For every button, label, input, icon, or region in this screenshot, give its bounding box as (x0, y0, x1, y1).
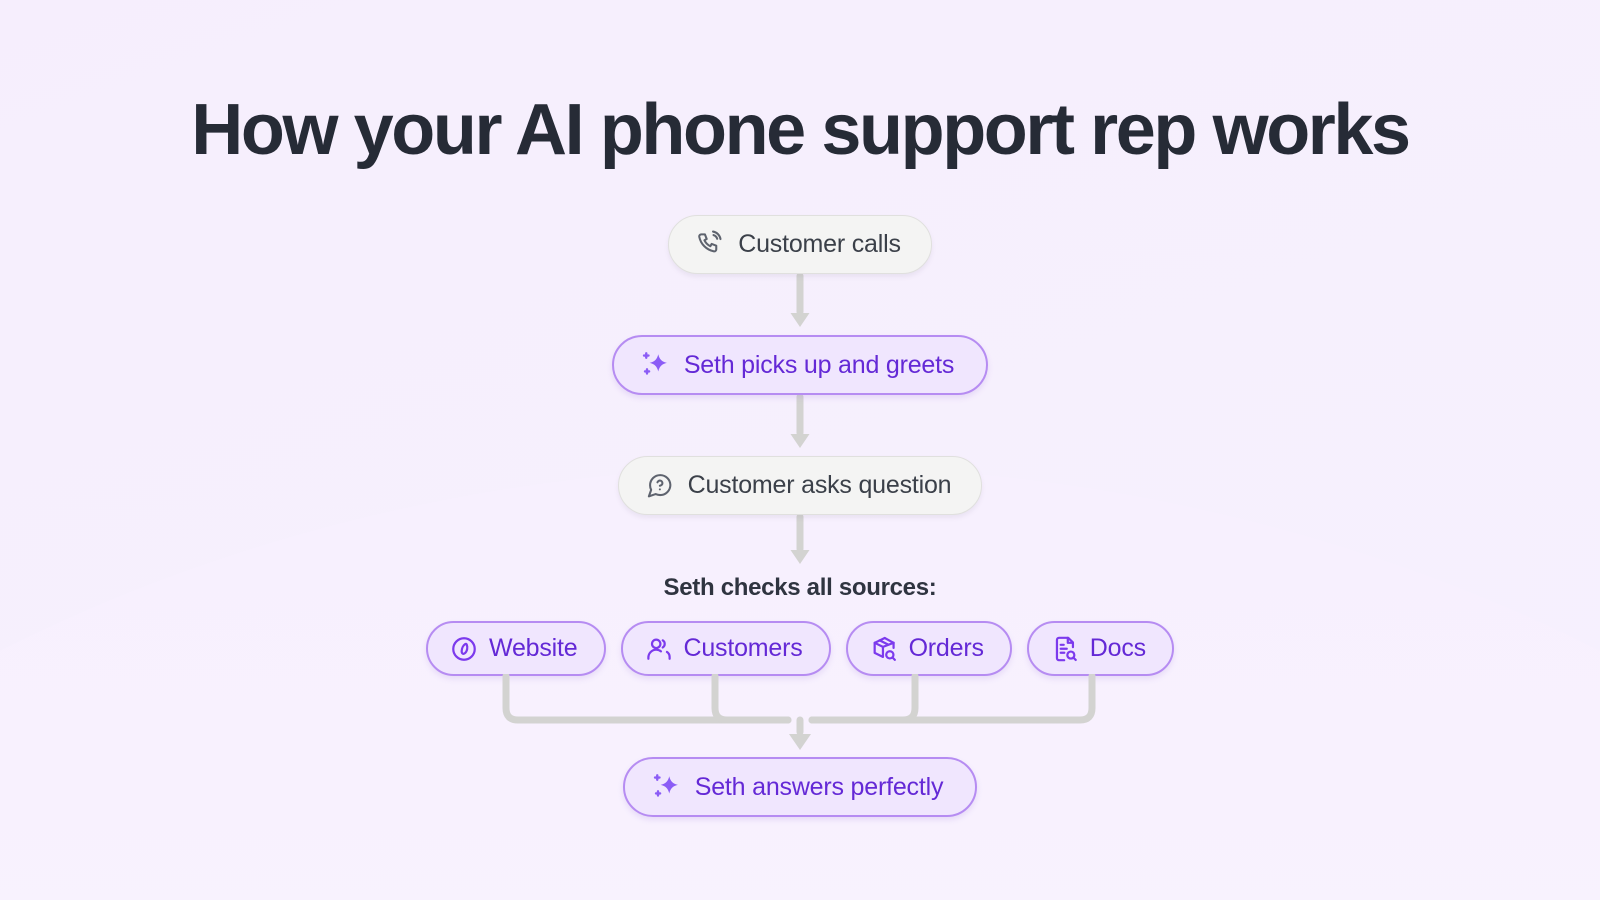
package-search-icon (870, 635, 898, 663)
flow-node-seth-answers-perfectly[interactable]: Seth answers perfectly (622, 757, 978, 817)
source-chip-website[interactable]: Website (426, 621, 606, 676)
sparkles-icon (651, 772, 681, 802)
flow-node-label: Seth answers perfectly (694, 772, 944, 801)
sources-chip-row: Website Customers (426, 621, 1174, 676)
connector-bus-converging (410, 672, 1190, 759)
connector-arrow-2 (787, 393, 813, 456)
flow-node-seth-picks-up[interactable]: Seth picks up and greets (611, 335, 989, 395)
source-chip-label: Website (489, 634, 578, 662)
sparkles-icon (640, 350, 670, 380)
page-title: How your AI phone support rep works (191, 90, 1411, 170)
source-chip-orders[interactable]: Orders (845, 621, 1012, 676)
question-bubble-icon (645, 471, 674, 500)
phone-ringing-icon (695, 230, 724, 259)
source-chip-docs[interactable]: Docs (1026, 621, 1174, 676)
flow-node-label: Customer calls (738, 230, 901, 258)
connector-arrow-1 (787, 272, 813, 335)
flow-node-label: Seth picks up and greets (683, 350, 955, 379)
flow-node-customer-asks-question[interactable]: Customer asks question (617, 456, 983, 515)
source-chip-customers[interactable]: Customers (620, 621, 831, 676)
flow-diagram: Customer calls Seth picks up and greets (0, 215, 1600, 817)
source-chip-label: Orders (908, 634, 984, 662)
source-chip-label: Customers (683, 634, 803, 662)
compass-icon (450, 635, 478, 663)
flow-node-customer-calls[interactable]: Customer calls (668, 215, 932, 274)
document-search-icon (1051, 635, 1079, 663)
connector-arrow-3 (787, 513, 813, 572)
users-icon (645, 635, 673, 663)
flow-node-label: Customer asks question (687, 471, 952, 499)
source-chip-label: Docs (1089, 634, 1146, 662)
sources-caption: Seth checks all sources: (663, 574, 937, 601)
